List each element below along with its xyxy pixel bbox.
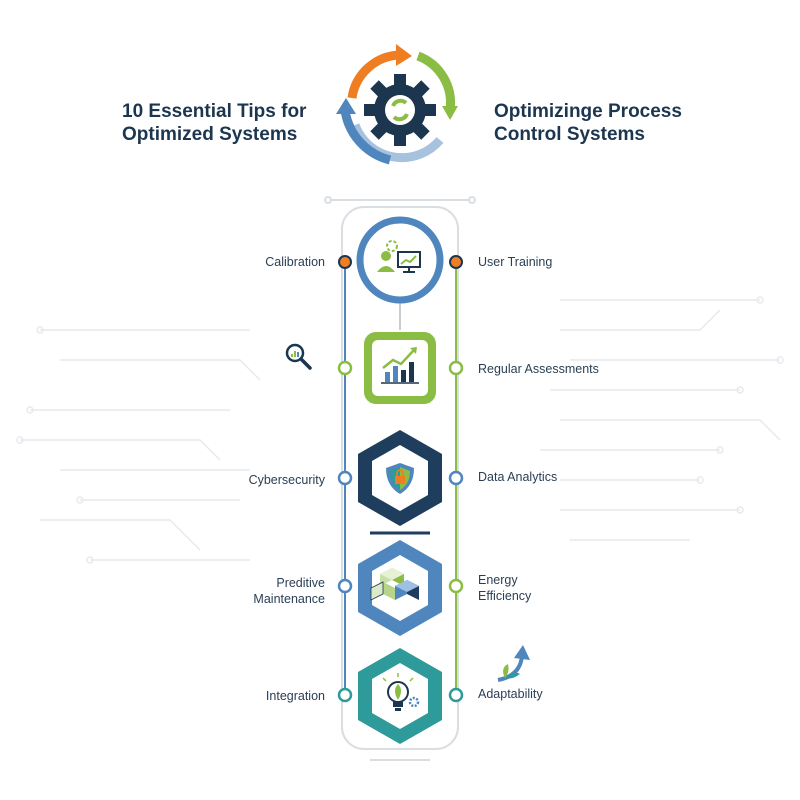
top-connector bbox=[324, 196, 476, 761]
circuit-background bbox=[16, 296, 784, 564]
label-adaptability: Adaptability bbox=[478, 687, 543, 701]
header-cycle-graphic bbox=[336, 44, 458, 165]
cubes-icon bbox=[370, 568, 419, 601]
connector-dots bbox=[337, 255, 464, 703]
node-user-computer bbox=[356, 216, 444, 304]
magnifier-icon bbox=[285, 343, 312, 370]
label-data-analytics: Data Analytics bbox=[478, 470, 558, 484]
bar-chart-icon bbox=[381, 347, 419, 384]
label-user-training: User Training bbox=[478, 255, 553, 269]
growth-arrow-icon bbox=[497, 645, 530, 682]
user-computer-icon bbox=[377, 240, 421, 273]
label-cybersecurity: Cybersecurity bbox=[248, 473, 325, 487]
label-integration: Integration bbox=[265, 689, 325, 703]
lightbulb-gear-icon bbox=[382, 673, 420, 711]
title-right: Optimizinge Process Control Systems bbox=[494, 101, 682, 145]
title-left: 10 Essential Tips for Optimized Systems bbox=[122, 101, 307, 145]
gear-icon bbox=[364, 74, 436, 146]
label-calibration: Calibration bbox=[265, 255, 325, 269]
node-bar-chart bbox=[364, 332, 436, 404]
shield-lock-icon bbox=[386, 463, 414, 494]
node-shield bbox=[358, 430, 442, 526]
label-preditive-maintenance: Preditive Maintenance bbox=[253, 576, 325, 606]
node-lightbulb bbox=[358, 648, 442, 744]
node-cubes bbox=[358, 540, 442, 636]
label-energy-efficiency: Energy Efficiency bbox=[478, 573, 532, 603]
label-regular-assessments: Regular Assessments bbox=[478, 362, 599, 376]
